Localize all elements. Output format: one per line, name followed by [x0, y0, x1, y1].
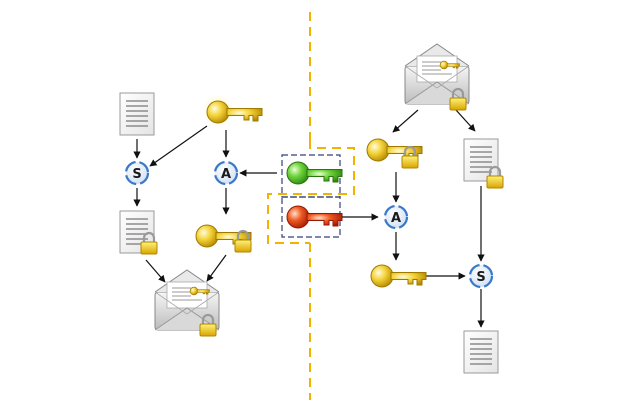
- symmetric-op-icon: S: [124, 160, 150, 186]
- symmetric-decrypt-op-label: S: [476, 270, 485, 285]
- decrypted-session-key-icon: [370, 264, 427, 288]
- public-key-icon: [286, 161, 343, 185]
- encrypted-document-icon: [119, 210, 159, 256]
- session-key-icon: [202, 94, 263, 126]
- recipient-arrows: [342, 109, 485, 328]
- received-encrypted-key-icon: [366, 138, 423, 170]
- sender-arrows: [133, 125, 277, 283]
- asymmetric-decrypt-op-icon: A: [383, 204, 409, 230]
- plaintext-document-icon: [119, 92, 155, 136]
- key-exchange-boundary: [267, 140, 355, 244]
- decrypted-document-icon: [463, 330, 499, 374]
- envelope-icon: [154, 269, 220, 338]
- received-encrypted-document-icon: [463, 138, 505, 190]
- asymmetric-op-label: A: [221, 167, 231, 182]
- symmetric-op-label: S: [132, 167, 141, 182]
- asymmetric-decrypt-op-label: A: [391, 211, 401, 226]
- encrypted-key-icon: [195, 224, 253, 254]
- asymmetric-op-icon: A: [213, 160, 239, 186]
- private-key-icon: [286, 205, 343, 229]
- symmetric-decrypt-op-icon: S: [468, 263, 494, 289]
- received-envelope-icon: [404, 43, 470, 112]
